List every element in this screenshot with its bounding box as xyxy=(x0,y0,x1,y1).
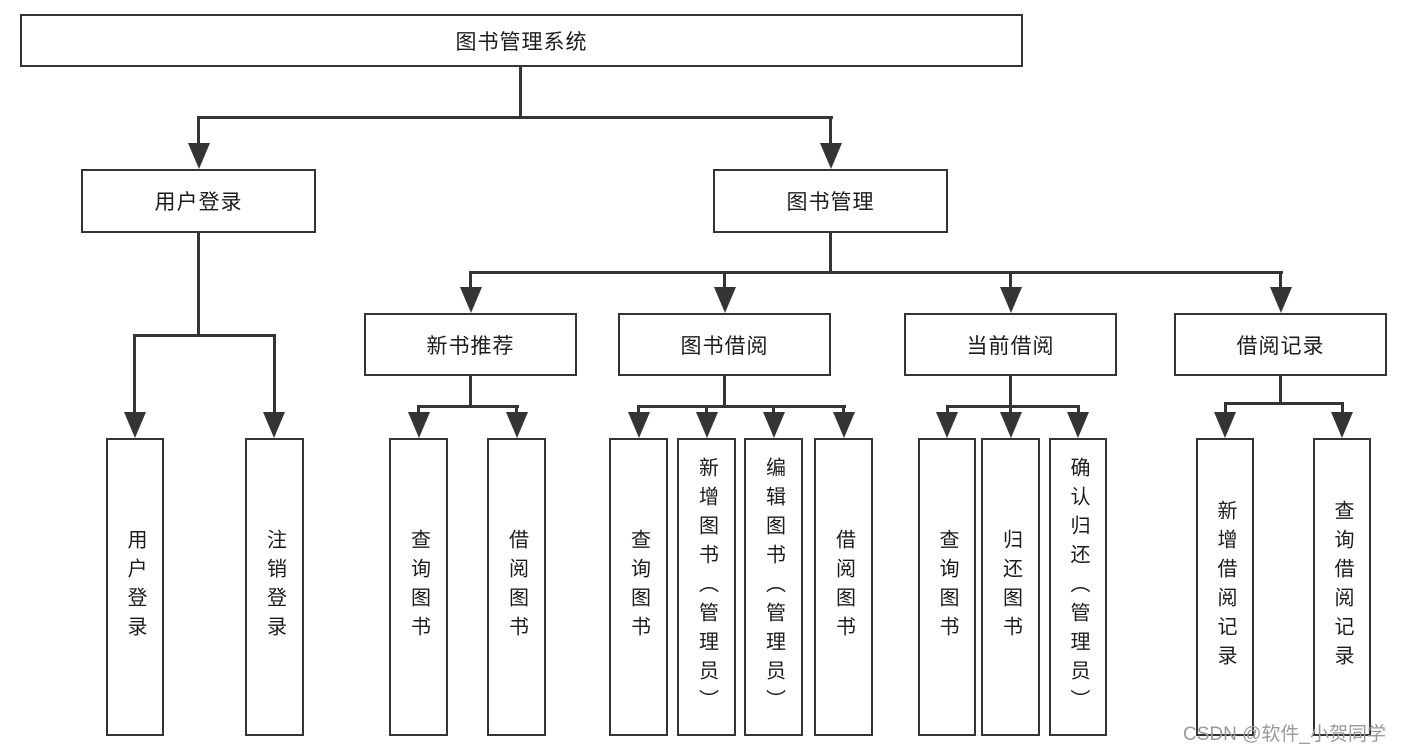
arrowhead-leaf-logout-icon xyxy=(263,412,285,438)
leaf-logout: 注销登录 xyxy=(245,438,304,736)
connector-branch-leaf-logout xyxy=(273,334,276,415)
leaf-query-book-recommend: 查询图书 xyxy=(389,438,448,736)
connector-new-book-trunk xyxy=(469,374,472,407)
leaf-borrow-book-label: 借阅图书 xyxy=(832,529,855,645)
node-current-borrow: 当前借阅 xyxy=(904,313,1117,376)
leaf-add-borrow-record: 新增借阅记录 xyxy=(1196,438,1254,736)
node-book-borrow: 图书借阅 xyxy=(618,313,831,376)
connector-branch-return-book xyxy=(1009,405,1012,415)
connector-branch-user-login xyxy=(197,116,200,145)
leaf-query-book-borrow-label: 查询图书 xyxy=(627,529,650,645)
leaf-query-book-current-label: 查询图书 xyxy=(936,529,958,645)
connector-branch-borrow-recommend xyxy=(515,405,518,415)
connector-branch-leaf-user-login xyxy=(133,334,136,415)
connector-branch-borrow-records xyxy=(1279,271,1282,289)
connector-branch-current-borrow xyxy=(1009,271,1012,289)
leaf-confirm-return-admin: 确认归还（管理员） xyxy=(1049,438,1107,736)
connector-current-borrow-rail xyxy=(946,405,1080,408)
arrowhead-edit-book-icon xyxy=(763,412,785,438)
arrowhead-query-recommend-icon xyxy=(408,412,430,438)
node-root-label: 图书管理系统 xyxy=(455,30,588,54)
connector-root-rail xyxy=(197,116,833,119)
node-current-borrow-label: 当前借阅 xyxy=(966,334,1055,358)
connector-branch-new-book xyxy=(469,271,472,289)
arrowhead-return-book-icon xyxy=(1000,412,1022,438)
arrowhead-user-login-icon xyxy=(188,143,210,169)
leaf-query-book-recommend-label: 查询图书 xyxy=(407,529,430,645)
node-user-login-label: 用户登录 xyxy=(154,191,243,214)
connector-branch-add-record xyxy=(1224,402,1227,415)
leaf-edit-book-admin-label: 编辑图书（管理员） xyxy=(762,456,785,718)
connector-current-borrow-trunk xyxy=(1009,374,1012,407)
arrowhead-confirm-return-icon xyxy=(1067,412,1089,438)
connector-branch-query-current xyxy=(946,405,949,415)
leaf-user-login-label: 用户登录 xyxy=(124,529,146,645)
leaf-return-book: 归还图书 xyxy=(981,438,1040,736)
connector-book-borrow-trunk xyxy=(723,374,726,407)
node-root: 图书管理系统 xyxy=(20,14,1023,67)
connector-book-management-rail xyxy=(469,271,1283,274)
connector-branch-borrow-book xyxy=(842,405,845,415)
csdn-watermark: CSDN @软件_小贺同学 xyxy=(1183,724,1386,745)
node-borrow-records: 借阅记录 xyxy=(1174,313,1387,376)
leaf-confirm-return-admin-label: 确认归还（管理员） xyxy=(1067,456,1089,718)
connector-borrow-records-rail xyxy=(1224,402,1344,405)
connector-user-login-rail xyxy=(133,334,276,337)
connector-root-trunk xyxy=(519,65,522,119)
arrowhead-current-borrow-icon xyxy=(1000,287,1022,313)
arrowhead-add-book-icon xyxy=(696,412,718,438)
node-book-borrow-label: 图书借阅 xyxy=(680,334,769,358)
connector-branch-query-recommend xyxy=(417,405,420,415)
connector-branch-add-book xyxy=(705,405,708,415)
arrowhead-query-borrow-icon xyxy=(628,412,650,438)
arrowhead-query-record-icon xyxy=(1331,412,1353,438)
leaf-query-book-current: 查询图书 xyxy=(918,438,976,736)
connector-branch-book-management xyxy=(829,116,832,145)
leaf-borrow-book-recommend-label: 借阅图书 xyxy=(505,529,528,645)
arrowhead-book-management-icon xyxy=(820,143,842,169)
leaf-logout-label: 注销登录 xyxy=(263,529,286,645)
node-book-management: 图书管理 xyxy=(713,169,948,233)
leaf-add-borrow-record-label: 新增借阅记录 xyxy=(1214,500,1236,674)
leaf-user-login: 用户登录 xyxy=(106,438,164,736)
node-user-login: 用户登录 xyxy=(81,169,316,233)
leaf-edit-book-admin: 编辑图书（管理员） xyxy=(744,438,803,736)
arrowhead-borrow-book-icon xyxy=(833,412,855,438)
connector-book-borrow-rail xyxy=(637,405,846,408)
connector-user-login-trunk xyxy=(197,231,200,336)
arrowhead-add-record-icon xyxy=(1214,412,1236,438)
arrowhead-new-book-icon xyxy=(460,287,482,313)
leaf-borrow-book-recommend: 借阅图书 xyxy=(487,438,546,736)
connector-book-management-trunk xyxy=(829,231,832,274)
connector-branch-query-record xyxy=(1341,402,1344,415)
leaf-add-book-admin: 新增图书（管理员） xyxy=(677,438,736,736)
arrowhead-borrow-recommend-icon xyxy=(506,412,528,438)
connector-borrow-records-trunk xyxy=(1279,374,1282,404)
node-new-book-recommend-label: 新书推荐 xyxy=(426,334,515,358)
arrowhead-query-current-icon xyxy=(936,412,958,438)
leaf-query-borrow-record-label: 查询借阅记录 xyxy=(1331,500,1353,674)
node-borrow-records-label: 借阅记录 xyxy=(1236,334,1325,358)
leaf-query-book-borrow: 查询图书 xyxy=(609,438,668,736)
leaf-return-book-label: 归还图书 xyxy=(999,529,1022,645)
node-book-management-label: 图书管理 xyxy=(786,191,875,214)
connector-branch-edit-book xyxy=(772,405,775,415)
node-new-book-recommend: 新书推荐 xyxy=(364,313,577,376)
connector-branch-book-borrow xyxy=(723,271,726,289)
leaf-add-book-admin-label: 新增图书（管理员） xyxy=(695,456,718,718)
arrowhead-book-borrow-icon xyxy=(714,287,736,313)
arrowhead-borrow-records-icon xyxy=(1270,287,1292,313)
leaf-query-borrow-record: 查询借阅记录 xyxy=(1313,438,1371,736)
connector-branch-query-borrow xyxy=(637,405,640,415)
arrowhead-leaf-user-login-icon xyxy=(124,412,146,438)
connector-new-book-rail xyxy=(417,405,519,408)
connector-branch-confirm-return xyxy=(1077,405,1080,415)
leaf-borrow-book: 借阅图书 xyxy=(814,438,873,736)
